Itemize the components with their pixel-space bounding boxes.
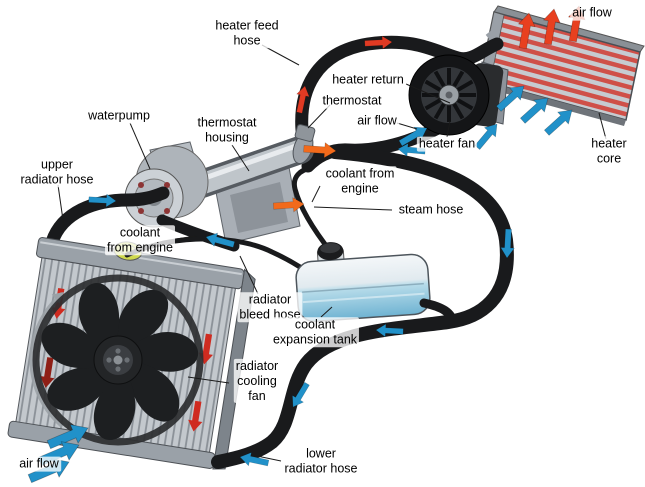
radiator-fan-art xyxy=(29,274,205,446)
main-hose xyxy=(211,145,514,469)
label-thermostat-housing: thermostat housing xyxy=(195,115,259,145)
steam-hose-art xyxy=(291,165,334,255)
label-heater-core: heater core xyxy=(589,136,629,166)
label-radiator-cooling-fan: radiator cooling fan xyxy=(233,358,281,404)
expansion-tank-art xyxy=(295,242,431,323)
label-thermostat: thermostat xyxy=(320,93,384,109)
label-coolant-from-engine-left: coolant from engine xyxy=(104,225,176,255)
label-steam-hose: steam hose xyxy=(396,202,466,218)
label-air-flow-mid: air flow xyxy=(355,113,399,129)
leader-lines xyxy=(57,44,607,462)
heater-fan-art xyxy=(408,54,509,136)
label-lower-radiator-hose: lower radiator hose xyxy=(282,446,360,476)
label-heater-feed-hose: heater feed hose xyxy=(213,18,281,48)
label-heater-fan: heater fan xyxy=(416,136,478,152)
label-coolant-from-engine-right: coolant from engine xyxy=(323,166,397,196)
tank-outlet-hose xyxy=(419,298,458,328)
label-waterpump: waterpump xyxy=(86,108,152,124)
waterpump-art xyxy=(124,141,209,228)
label-upper-radiator-hose: upper radiator hose xyxy=(18,157,96,187)
label-air-flow-top: air flow xyxy=(570,5,614,21)
label-air-flow-bottom: air flow xyxy=(17,456,61,472)
label-radiator-bleed-hose: radiator bleed hose xyxy=(237,292,303,322)
label-coolant-expansion-tank: coolant expansion tank xyxy=(270,317,360,347)
thermostat-housing-art xyxy=(182,124,316,245)
label-heater-return: heater return xyxy=(330,72,406,88)
